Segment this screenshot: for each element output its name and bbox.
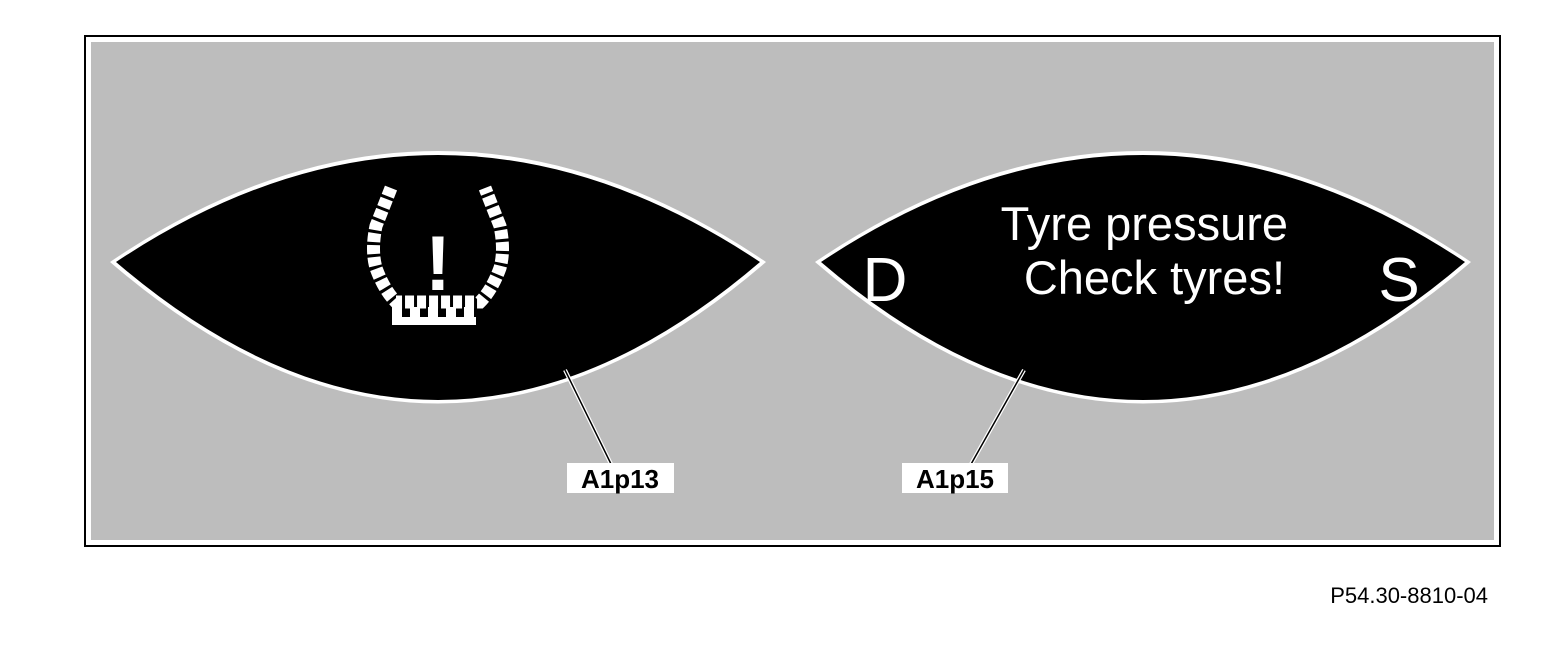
right-multifunction-display: D S Tyre pressure Check tyres! A1p15 xyxy=(815,151,1471,494)
tyre-pressure-warning-icon xyxy=(367,185,509,325)
display-indicator-s: S xyxy=(1378,246,1419,315)
right-callout-label: A1p15 xyxy=(916,464,994,494)
left-callout-leader-inner xyxy=(564,369,613,467)
display-indicator-d: D xyxy=(863,246,908,315)
right-callout-box xyxy=(902,463,1008,493)
display-message-line-2: Check tyres! xyxy=(1024,251,1285,304)
display-message-line-1: Tyre pressure xyxy=(1001,197,1288,250)
right-display-screen xyxy=(821,155,1465,400)
tyre-icon-exclamation: ! xyxy=(425,219,451,307)
left-callout-label: A1p13 xyxy=(581,464,659,494)
left-display-screen xyxy=(116,155,760,400)
left-multifunction-display: ! A1p13 xyxy=(110,151,766,494)
right-callout-leader-inner xyxy=(969,369,1025,467)
figure-reference-code: P54.30-8810-04 xyxy=(1330,583,1488,608)
tyre-tread xyxy=(392,307,476,325)
left-callout-box xyxy=(567,463,674,493)
